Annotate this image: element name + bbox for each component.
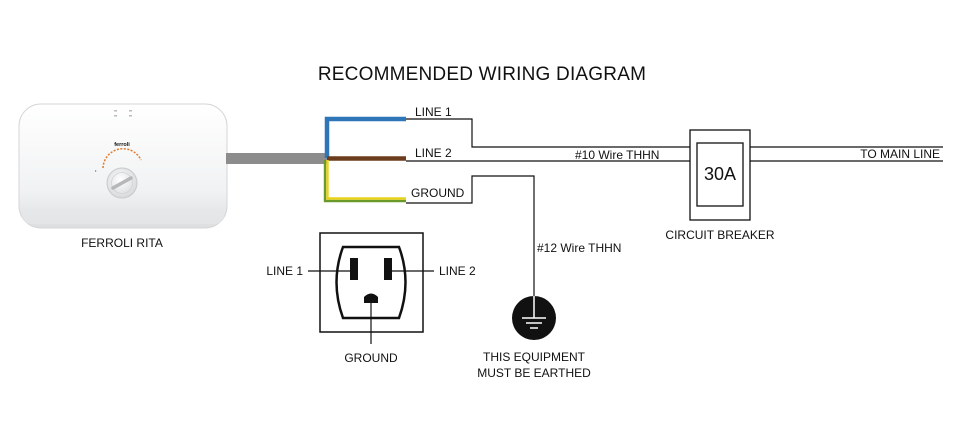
heater-label: FERROLI RITA [81, 236, 163, 250]
line1-wire [324, 116, 406, 158]
indicator-lights-icon [114, 110, 132, 117]
ground-wire-spec: #12 Wire THHN [537, 241, 621, 255]
wire-label-line2: LINE 2 [415, 146, 452, 160]
breaker-label: CIRCUIT BREAKER [665, 228, 774, 242]
wire-label-ground: GROUND [411, 186, 465, 200]
circuit-breaker-icon [689, 129, 751, 221]
outlet-label-line1: LINE 1 [266, 264, 303, 278]
breaker-rating: 30A [704, 164, 736, 184]
earth-ground-icon [512, 296, 556, 340]
ground-wire-green [323, 160, 406, 203]
temperature-scale-icon [102, 147, 142, 169]
outlet-label-ground: GROUND [344, 351, 398, 365]
power-cable [226, 153, 328, 164]
heater-brand: ferroli [114, 142, 130, 148]
power-outlet-icon [308, 232, 434, 344]
page-title: RECOMMENDED WIRING DIAGRAM [318, 64, 646, 85]
colored-wires [323, 116, 406, 203]
wire-label-line1: LINE 1 [415, 105, 452, 119]
heater-unit: ferroli • [18, 103, 228, 229]
temperature-knob [106, 167, 138, 199]
ground-wire-yellow [326, 160, 406, 200]
svg-text:•: • [95, 168, 97, 173]
main-wire-spec: #10 Wire THHN [575, 148, 659, 162]
to-main-line-label: TO MAIN LINE [860, 147, 940, 161]
outlet-label-line2: LINE 2 [439, 264, 476, 278]
earth-note-line2: MUST BE EARTHED [477, 366, 591, 380]
conductor-lines [406, 118, 943, 296]
earth-note-line1: THIS EQUIPMENT [483, 350, 586, 364]
